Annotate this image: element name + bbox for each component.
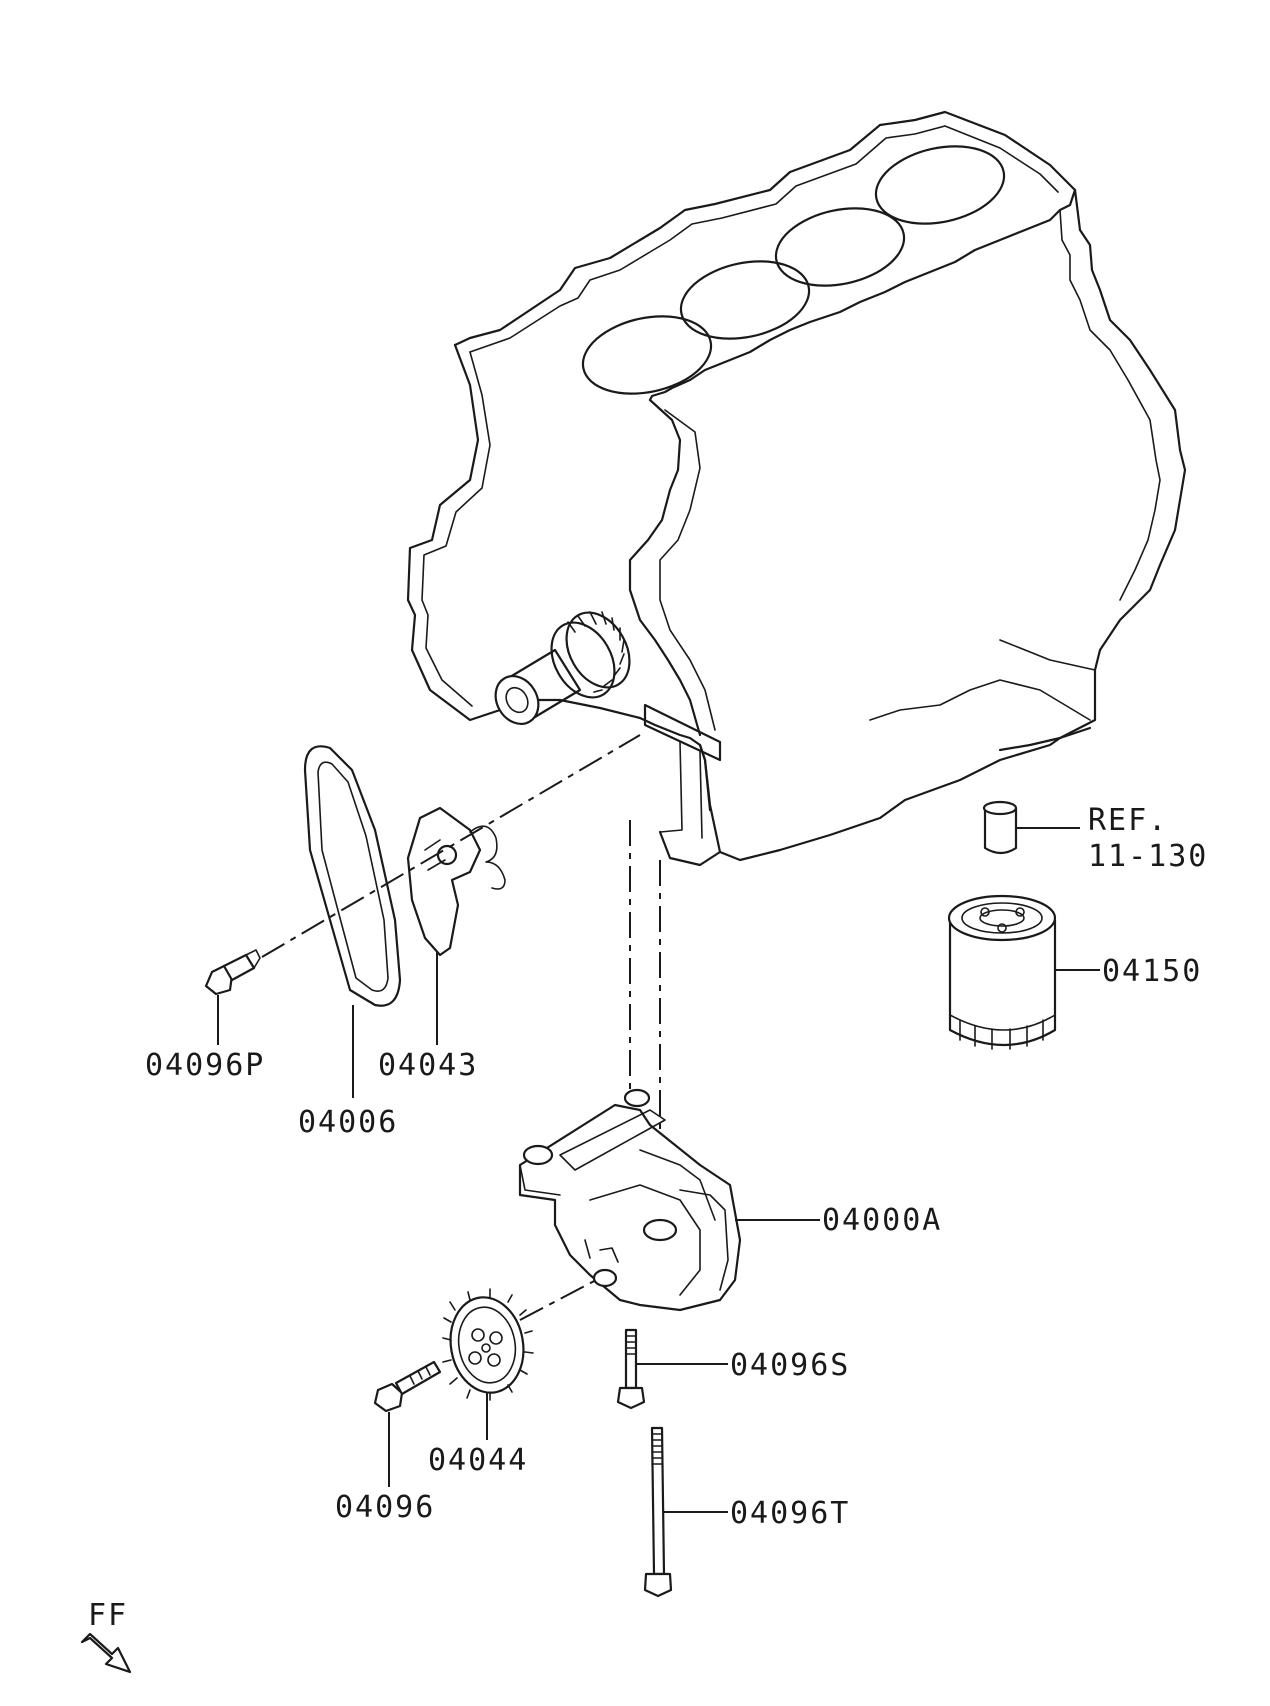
pump-sprocket [442,1288,534,1401]
assembly-line [261,734,641,958]
chain-tensioner [406,806,506,957]
label-04006: 04006 [298,1105,398,1140]
ref-number: 11-130 [1088,839,1208,874]
label-04096S: 04096S [730,1348,850,1383]
front-arrow-icon [80,1632,132,1674]
label-04150: 04150 [1102,954,1202,989]
sprocket-bolt [373,1360,442,1413]
ref-cylinder-part [982,800,1018,855]
crankshaft-sprocket [494,611,631,725]
label-04044: 04044 [428,1443,528,1478]
oil-pump [518,1088,742,1312]
engine-block [406,110,1187,867]
label-04096: 04096 [335,1490,435,1525]
label-04096T: 04096T [730,1496,850,1531]
ref-label: REF. [1088,803,1168,838]
front-label: FF [88,1598,128,1633]
pump-bolt-long [643,1426,673,1598]
oil-filter [947,894,1057,1050]
oil-pump-chain [303,745,402,1007]
label-04000A: 04000A [822,1203,942,1238]
label-04096P: 04096P [145,1048,265,1083]
pump-bolt-short [616,1328,646,1410]
assembly-line [519,1277,601,1321]
label-04043: 04043 [378,1048,478,1083]
tensioner-bolt [204,949,261,996]
